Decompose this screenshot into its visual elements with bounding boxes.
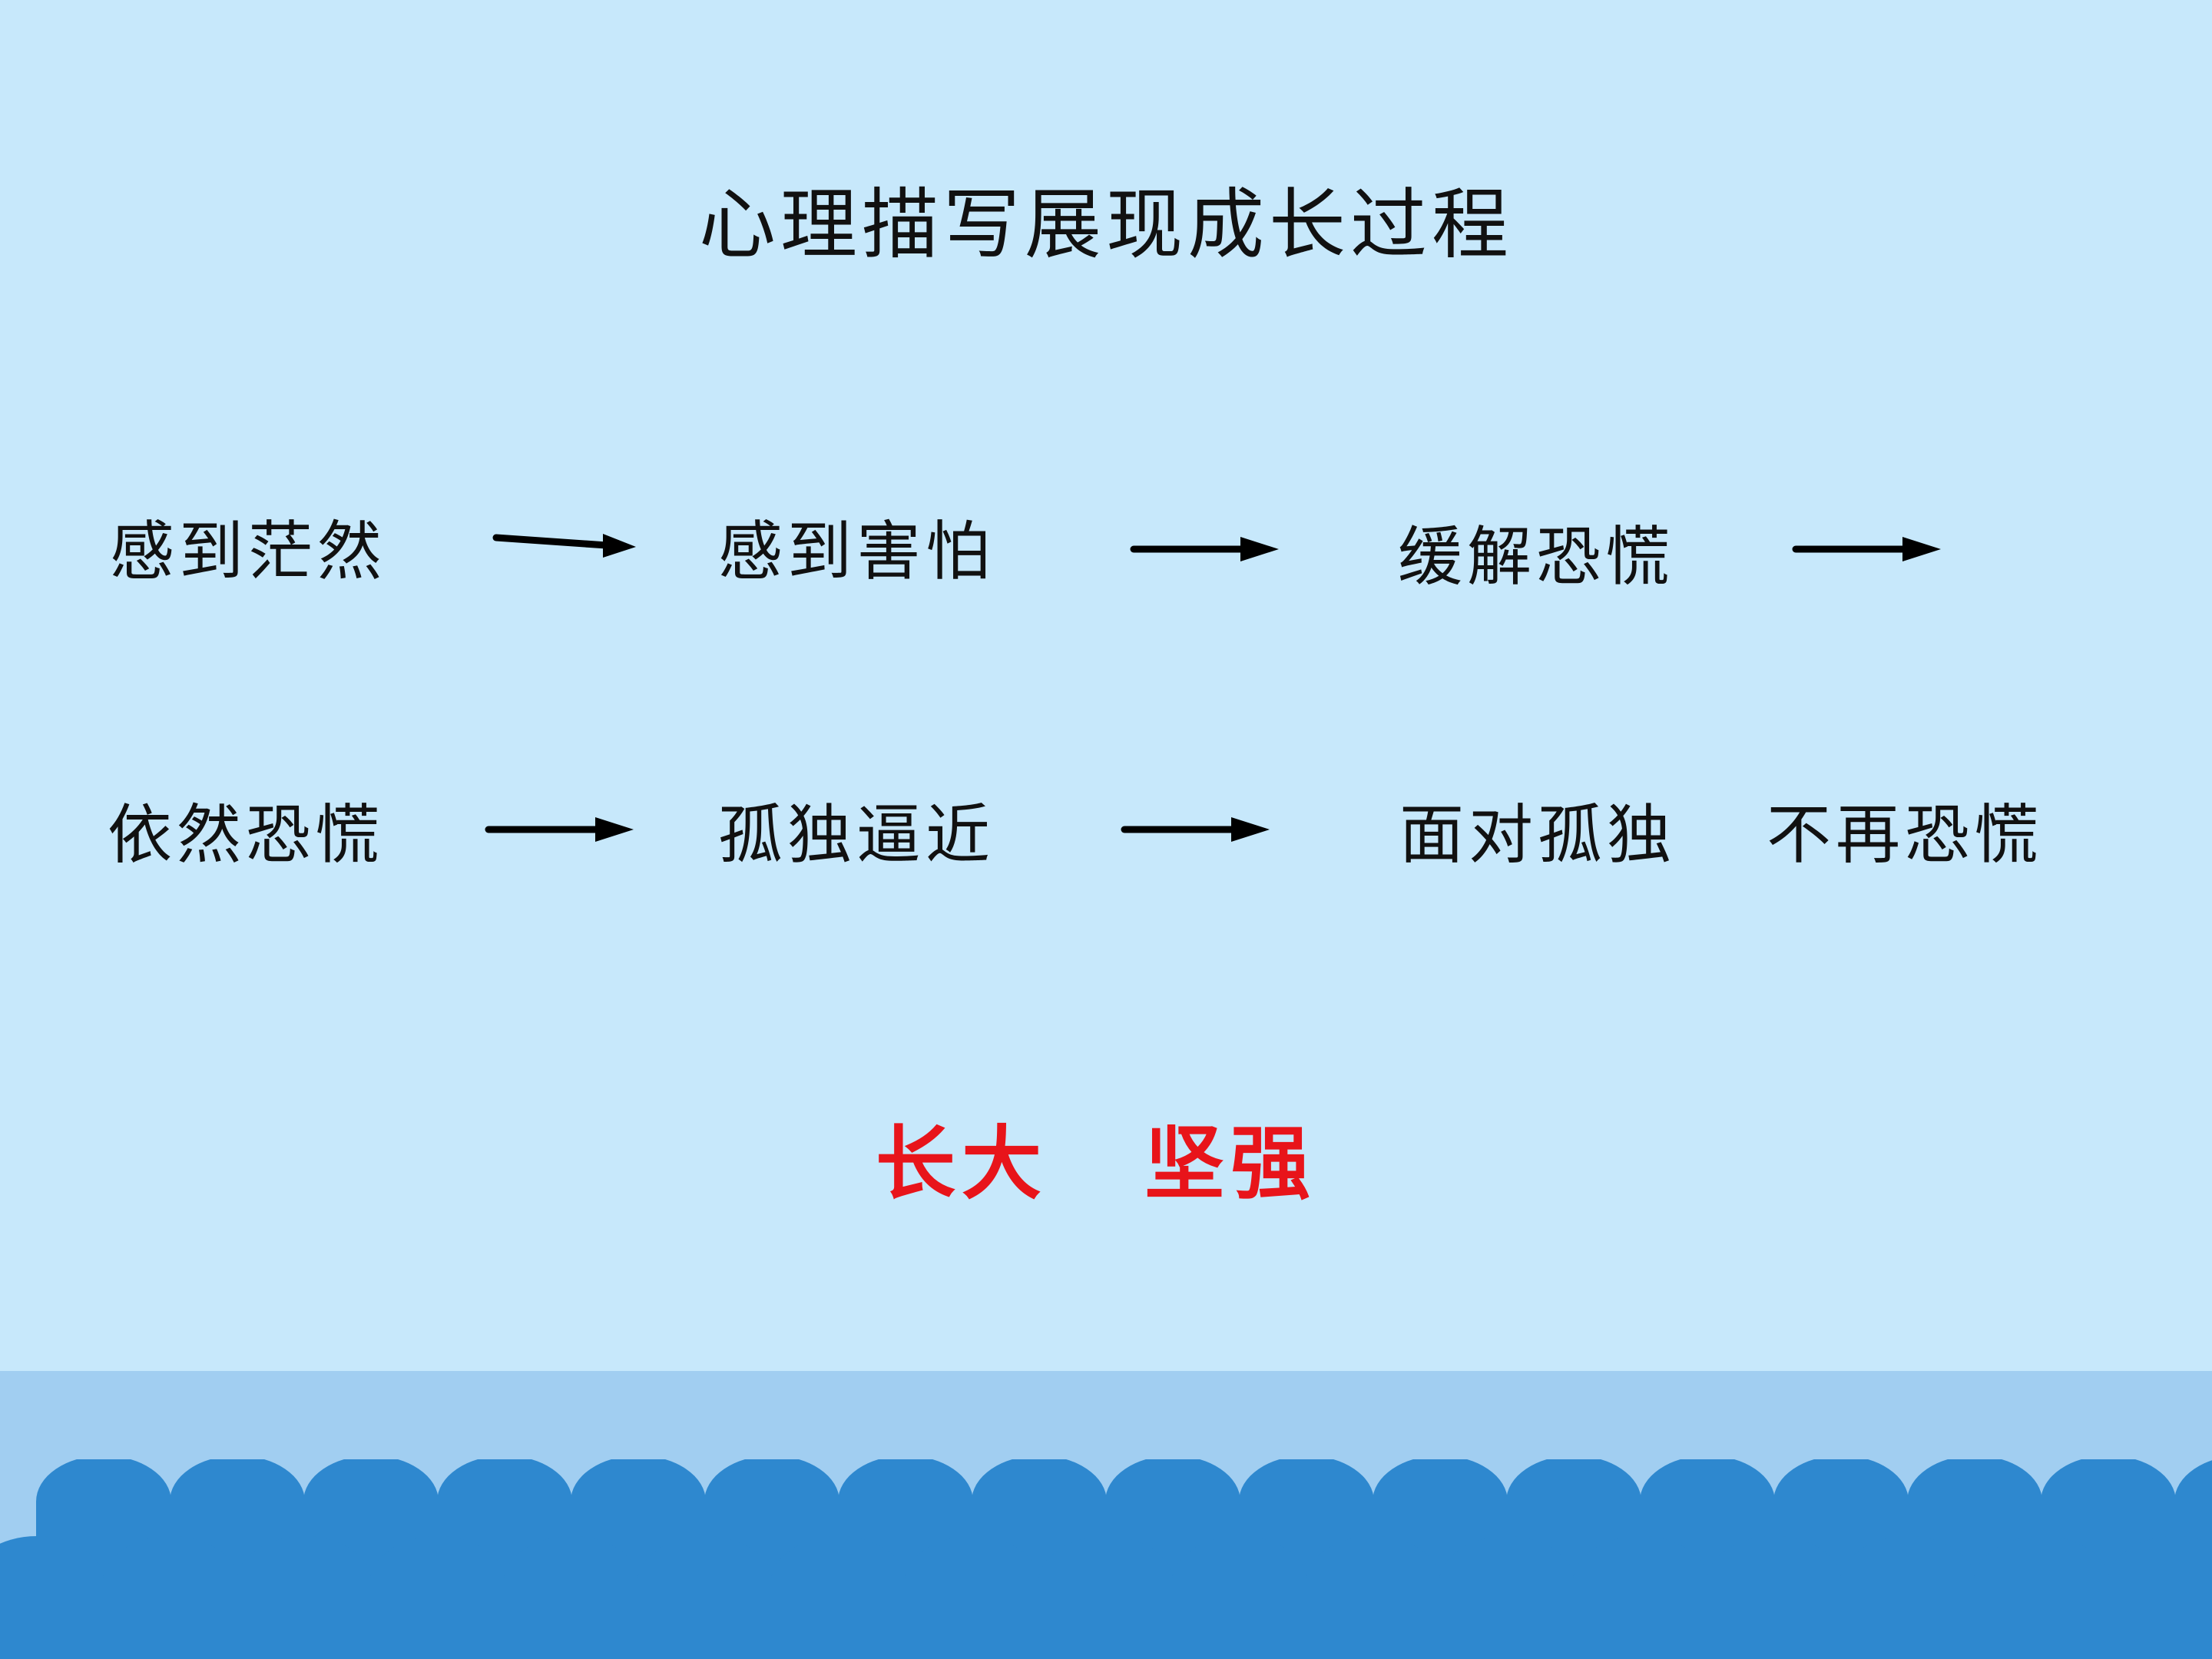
wave-hump [1974,1536,2109,1659]
slide-title: 心理描写展现成长过程 [699,180,1513,270]
wave-hump [103,1536,238,1659]
conclusion-grow-up: 长大 [876,1116,1048,1210]
stage-1-1: 感到茫然 [110,514,387,589]
wave-hump [1707,1536,1842,1659]
arrow-right-icon [1130,537,1279,561]
wave-hump [1172,1536,1307,1659]
arrow-right-icon [1121,817,1270,842]
stage-2-1: 依然恐慌 [108,797,385,873]
wave-hump [1306,1536,1441,1659]
arrow-right-icon [485,817,634,842]
stage-2-4: 不再恐慌 [1767,797,2044,873]
wave-hump [2108,1536,2212,1659]
wave-hump [370,1536,505,1659]
wave-hump [1439,1536,1575,1659]
stage-2-3: 面对孤独 [1399,797,1677,873]
arrow-right-icon [492,534,636,558]
conclusion-strong: 坚强 [1144,1116,1317,1210]
wave-hump [0,1536,104,1659]
wave-hump [504,1536,639,1659]
stage-1-3: 缓解恐慌 [1398,519,1675,594]
wave-hump [637,1536,773,1659]
wave-row-front [0,1536,2212,1659]
wave-pattern [0,1459,2212,1659]
wave-hump [1038,1536,1174,1659]
stage-2-2: 孤独逼近 [718,797,995,873]
wave-hump [905,1536,1040,1659]
stage-1-2: 感到害怕 [718,514,995,589]
wave-hump [1573,1536,1708,1659]
wave-hump [1840,1536,1975,1659]
wave-hump [771,1536,906,1659]
arrow-right-icon [1792,537,1941,561]
wave-hump [237,1536,372,1659]
